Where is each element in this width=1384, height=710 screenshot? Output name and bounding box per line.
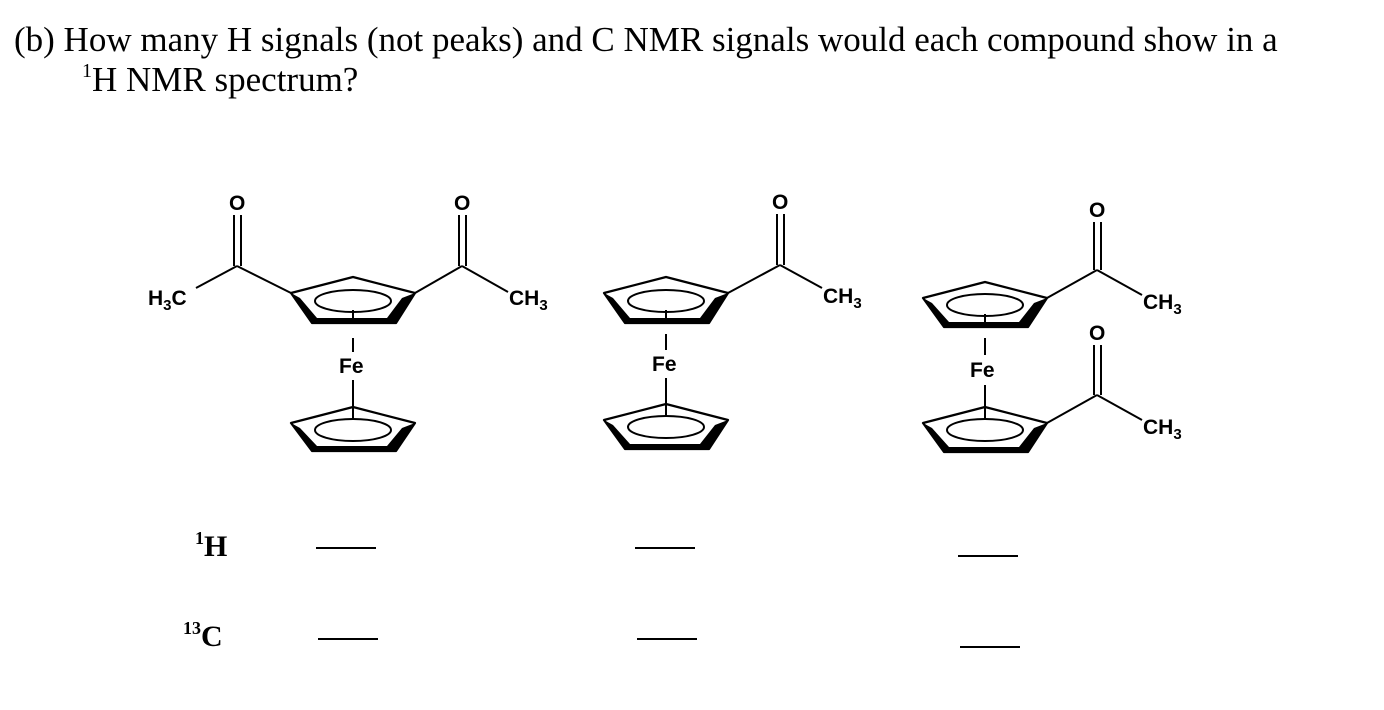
c3-bottom-oxygen: O (1089, 322, 1105, 345)
c2-c-answer-blank[interactable] (637, 638, 697, 640)
c-row-label: 13C (183, 618, 223, 653)
question-text: (b) How many H signals (not peaks) and C… (14, 20, 1374, 100)
question-line-1: (b) How many H signals (not peaks) and C… (14, 20, 1278, 59)
h-row-label: 1H (195, 528, 228, 563)
c2-oxygen: O (772, 191, 788, 214)
c2-h-answer-blank[interactable] (635, 547, 695, 549)
c2-iron: Fe (652, 353, 677, 376)
compound-1 (195, 215, 509, 453)
c1-right-methyl: CH3 (509, 287, 548, 314)
c2-methyl: CH3 (823, 285, 862, 312)
question-superscript: 1 (82, 60, 92, 82)
c3-top-methyl: CH3 (1143, 291, 1182, 318)
c1-c-answer-blank[interactable] (318, 638, 378, 640)
c1-h-answer-blank[interactable] (316, 547, 376, 549)
question-line-2: 1H NMR spectrum? (14, 60, 1374, 100)
c3-h-answer-blank[interactable] (958, 555, 1018, 557)
c3-bottom-methyl: CH3 (1143, 416, 1182, 443)
c1-left-methyl: H3C (148, 287, 187, 314)
question-line-2-text: H NMR spectrum? (92, 60, 359, 99)
c3-c-answer-blank[interactable] (960, 646, 1020, 648)
c3-iron: Fe (970, 359, 995, 382)
compound-3 (921, 222, 1143, 454)
c1-right-oxygen: O (454, 192, 470, 215)
compound-2 (602, 214, 823, 451)
c3-top-oxygen: O (1089, 199, 1105, 222)
c1-left-oxygen: O (229, 192, 245, 215)
c1-iron: Fe (339, 355, 364, 378)
